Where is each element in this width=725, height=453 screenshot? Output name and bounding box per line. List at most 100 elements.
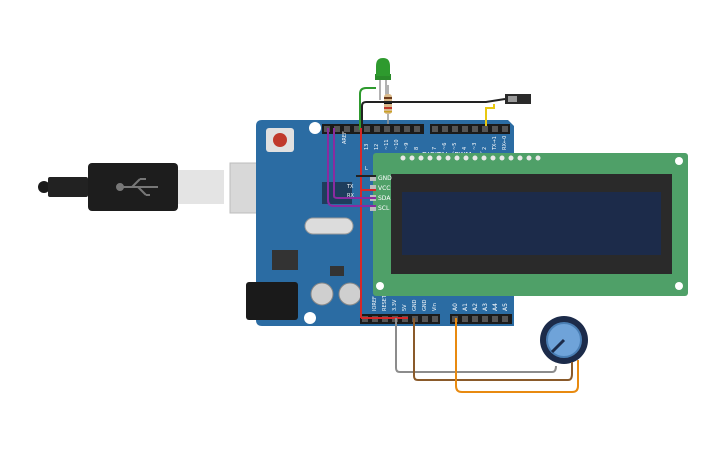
pin-hole[interactable] [462,126,468,132]
wire-orange[interactable] [455,318,579,393]
resistor-band [384,111,392,113]
digital-pin-label: ~9 [404,143,410,150]
pin-hole[interactable] [452,126,458,132]
analog-pin-label: A2 [472,303,479,311]
pin-hole[interactable] [422,316,428,322]
analog-header [450,314,512,324]
wire-purple-sda[interactable] [333,128,376,199]
pin-hole[interactable] [442,126,448,132]
pin-hole[interactable] [432,316,438,322]
digital-pin-label: 13 [364,144,370,150]
lcd-pad [535,155,541,161]
pin-hole[interactable] [374,126,380,132]
analog-pin-label: A5 [502,303,509,311]
lcd-mount-hole [675,157,683,165]
mounting-hole [309,122,321,134]
pin-hole[interactable] [404,126,410,132]
pin-hole[interactable] [482,126,488,132]
digital-pin-label: ~6 [442,143,448,150]
wire-brown[interactable] [413,318,573,381]
pin-hole[interactable] [394,126,400,132]
lcd-mount-hole [675,282,683,290]
reset-button-cap [273,133,287,147]
pin-hole[interactable] [354,126,360,132]
wire-green[interactable] [359,87,376,130]
lcd-top-pads [400,155,541,161]
lcd-pin-label: SCL [378,205,390,212]
pin-hole[interactable] [462,316,468,322]
wire-purple-scl[interactable] [327,128,376,207]
analog-pin-label: A4 [492,303,499,311]
lcd-pad [454,155,460,161]
pin-hole[interactable] [502,316,508,322]
digital-header-right [430,124,510,134]
digital-pin-label: ~10 [394,139,400,150]
capacitor [310,282,334,306]
tx-label: TX [346,184,354,190]
digital-pin-label: RX←0 [502,136,508,150]
lcd-pad [472,155,478,161]
resistor-band [384,97,392,99]
pin-hole[interactable] [502,126,508,132]
pin-hole[interactable] [492,126,498,132]
pin-hole[interactable] [472,126,478,132]
rx-label: RX [347,193,354,199]
lcd-pin-label: VCC [378,185,390,192]
digital-pin-label: TX→1 [492,136,498,151]
pin-hole[interactable] [414,126,420,132]
lcd-pad [526,155,532,161]
lcd-pad [409,155,415,161]
lcd-pin-label: SDA [378,195,391,202]
lcd-mount-hole [376,282,384,290]
wire-gray[interactable] [395,318,557,373]
usb-cable-strain-relief [48,177,88,197]
power-pin-label: 3.3V [392,299,398,311]
pin-hole[interactable] [344,126,350,132]
lcd-pad [517,155,523,161]
potentiometer[interactable] [540,316,588,364]
lcd-pad [463,155,469,161]
wire-yellow[interactable] [485,104,495,126]
slide-switch[interactable] [505,94,531,104]
power-jack [246,282,298,320]
lcd-pin[interactable] [370,185,376,191]
lcd-pad [481,155,487,161]
power-regulator [272,250,298,270]
usb-symbol-icon [116,178,158,196]
digital-pin-label: ~5 [452,143,458,150]
pin-hole[interactable] [334,126,340,132]
usb-plug-metal [178,170,224,204]
lcd-pad [508,155,514,161]
analog-pin-label: A3 [482,303,489,311]
lcd-pin[interactable] [370,175,376,181]
pin-hole[interactable] [472,316,478,322]
power-pin-label: 5V [402,304,408,311]
power-pin-label: Vin [432,303,438,311]
lcd-pin-label: GND [378,175,392,182]
pin-hole[interactable] [432,126,438,132]
switch-handle[interactable] [508,96,517,102]
pin-hole[interactable] [482,316,488,322]
lcd-pad [445,155,451,161]
lcd-pad [499,155,505,161]
lcd-pad [436,155,442,161]
wires[interactable] [327,87,579,393]
pin-hole[interactable] [384,126,390,132]
lcd-16x2-module[interactable]: GND VCC SDA SCL [370,153,688,296]
pin-hole[interactable] [492,316,498,322]
digital-pin-label: 2 [482,147,488,150]
resistor[interactable] [384,85,392,124]
led-rim [375,74,391,80]
crystal-oscillator [304,217,354,235]
wire-black[interactable] [361,98,506,130]
digital-pin-label: ~11 [384,139,390,150]
digital-pin-label: 12 [374,144,380,150]
led-body [376,58,390,76]
lcd-screen [402,192,661,255]
pin-hole[interactable] [364,126,370,132]
digital-pin-label: ~3 [472,143,478,150]
lcd-pin[interactable] [370,205,376,211]
